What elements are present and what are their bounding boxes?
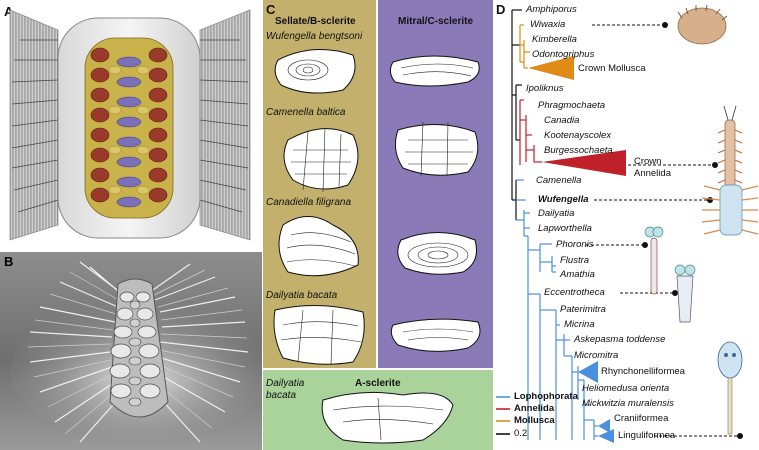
panel-b: B — [0, 252, 262, 450]
legend-label-annelida: Annelida — [514, 403, 555, 414]
linguliformea-wedge — [598, 429, 614, 443]
craniiformea-wedge — [598, 419, 610, 433]
sellate-header: Sellate/B-sclerite — [275, 16, 356, 27]
mitral-sclerite-3 — [397, 232, 477, 275]
taxon-burgessochaeta: Burgessochaeta — [544, 145, 613, 156]
panel-c: C Sellate/B-sclerite Mitral/C-sclerite A… — [263, 0, 493, 450]
lingula-silhouette — [717, 341, 743, 435]
taxon-phragmochaeta: Phragmochaeta — [538, 100, 606, 111]
a-species-label-line2: bacata — [266, 390, 297, 401]
wiwaxia-silhouette — [677, 4, 728, 45]
clade-crown-mollusca: Crown Mollusca — [578, 63, 646, 74]
left-spine-fan — [9, 9, 59, 241]
taxon-camenella: Camenella — [536, 175, 582, 186]
clade-crown-annelida-line1: Crown — [634, 156, 662, 167]
clade-rhynchonelliformea: Rhynchonelliformea — [601, 366, 685, 377]
panel-c-label: C — [266, 2, 276, 17]
taxon-canadia: Canadia — [544, 115, 580, 126]
panel-b-label: B — [4, 254, 14, 269]
dorsal-sclerite-rows — [90, 47, 168, 203]
panel-d: D — [494, 0, 759, 450]
sclerite-drawings — [273, 49, 481, 444]
panel-a-label: A — [4, 4, 14, 19]
taxon-wiwaxia: Wiwaxia — [530, 19, 566, 30]
taxon-lapworthella: Lapworthella — [538, 223, 592, 234]
taxon-kootenayscolex: Kootenayscolex — [544, 130, 612, 141]
taxon-amathia: Amathia — [560, 269, 595, 280]
mitral-header: Mitral/C-sclerite — [398, 16, 474, 27]
eccentrotheca-silhouette — [674, 264, 696, 323]
species-label-dailyatia: Dailyatia bacata — [266, 290, 338, 301]
rhynchonelliformea-wedge — [578, 361, 598, 383]
scale-bar-label: 0.2 — [514, 428, 528, 439]
taxon-askepasma: Askepasma toddense — [574, 334, 666, 345]
taxon-micromitra: Micromitra — [574, 350, 619, 361]
panel-a: A — [0, 0, 262, 250]
legend-label-mollusca: Mollusca — [514, 415, 555, 426]
taxon-phoronis: Phoronis — [556, 239, 594, 250]
taxon-wufengella: Wufengella — [538, 194, 589, 205]
panel-d-label: D — [496, 2, 506, 17]
species-label-canadiella: Canadiella filigrana — [266, 197, 352, 208]
legend-label-lophophorata: Lophophorata — [514, 391, 578, 402]
phoronis-silhouette — [644, 226, 664, 295]
taxon-flustra: Flustra — [560, 255, 590, 266]
crown-annelida-wedge — [542, 150, 626, 176]
taxon-dailyatia: Dailyatia — [538, 208, 575, 219]
sellate-sclerite-canadiella — [278, 216, 359, 277]
crown-mollusca-wedge — [528, 56, 574, 80]
a-sclerite-dailyatia — [321, 391, 454, 444]
taxon-ipoliknus: Ipoliknus — [526, 83, 564, 94]
taxon-micrina: Micrina — [564, 319, 595, 330]
a-sclerite-header: A-sclerite — [355, 378, 401, 389]
wufengella-dorsal-reconstruction — [9, 9, 251, 241]
mitral-sclerite-4 — [390, 318, 481, 352]
clade-linguliformea: Linguliformea — [618, 430, 676, 441]
sellate-sclerite-camenella — [283, 128, 359, 190]
taxon-eccentrotheca: Eccentrotheca — [544, 287, 605, 298]
wufengella-silhouette — [701, 184, 759, 236]
wufengella-3d-render — [10, 261, 262, 443]
clade-crown-annelida-line2: Annelida — [634, 168, 671, 179]
taxon-mickwitzia: Mickwitzia muralensis — [582, 398, 674, 409]
phylogenetic-tree — [496, 4, 759, 443]
mitral-sclerite-1 — [389, 55, 480, 87]
a-species-label-line1: Dailyatia — [266, 378, 305, 389]
taxon-odontogriphus: Odontogriphus — [532, 49, 595, 60]
legend-lines — [496, 396, 510, 435]
species-label-wufengella: Wufengella bengtsoni — [266, 31, 363, 42]
species-label-camenella: Camenella baltica — [266, 107, 346, 118]
taxon-kimberella: Kimberella — [532, 34, 577, 45]
taxon-paterimitra: Paterimitra — [560, 304, 606, 315]
right-spine-fan — [199, 9, 251, 241]
taxon-amphiporus: Amphiporus — [526, 4, 577, 15]
taxon-heliomedusa: Heliomedusa orienta — [582, 383, 670, 394]
sellate-sclerite-wufengella — [274, 49, 356, 94]
sellate-sclerite-dailyatia — [273, 305, 365, 365]
mitral-sclerite-2 — [394, 123, 479, 176]
annelid-silhouette — [717, 105, 743, 193]
clade-craniiformea: Craniiformea — [614, 413, 669, 424]
